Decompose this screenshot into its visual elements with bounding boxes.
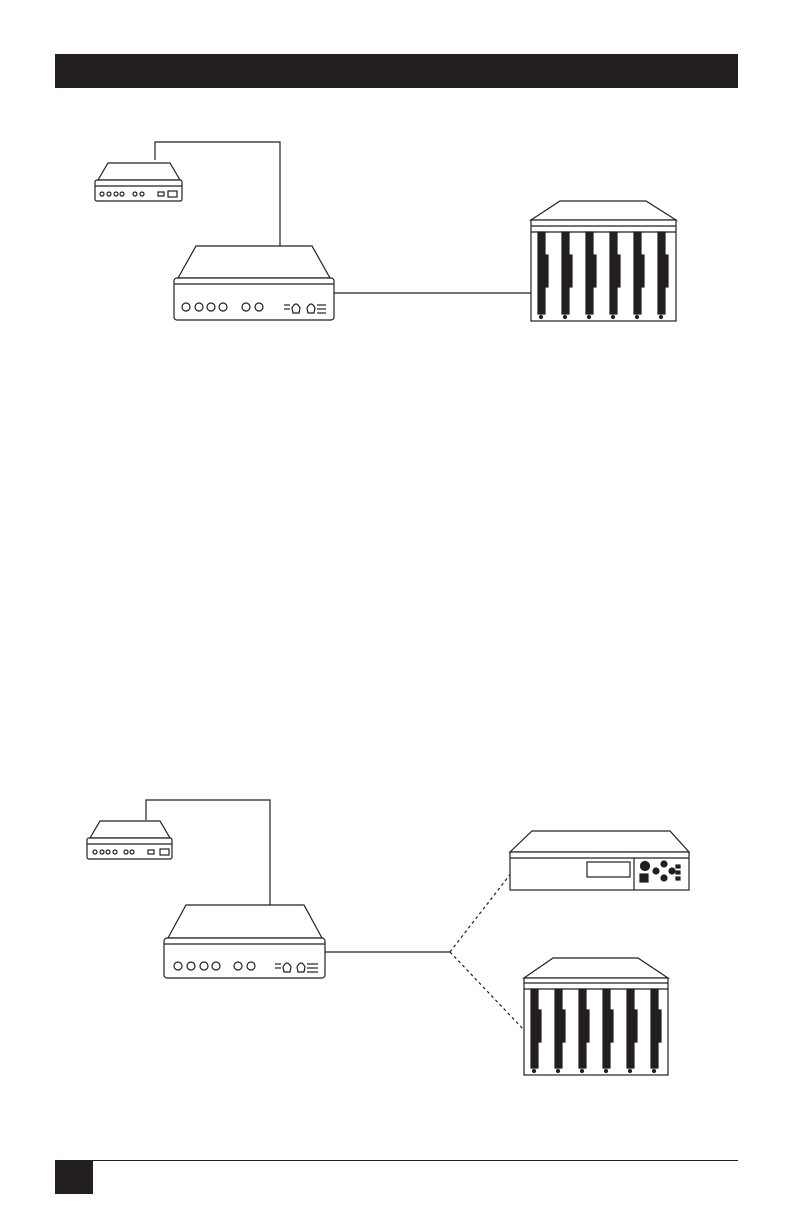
modem-icon bbox=[95, 163, 182, 201]
line-driver-icon bbox=[174, 246, 334, 320]
top-figure-diagram bbox=[0, 120, 793, 350]
rackmount-unit-icon bbox=[510, 831, 689, 890]
rack-chassis-icon bbox=[531, 201, 676, 321]
page-number-tab bbox=[55, 1160, 93, 1194]
bottom-figure-diagram bbox=[0, 790, 793, 1090]
footer-rule bbox=[55, 1160, 738, 1161]
line-driver-icon bbox=[164, 905, 325, 978]
dashed-link-upper bbox=[450, 872, 512, 952]
modem-icon bbox=[87, 821, 172, 859]
rack-chassis-icon bbox=[524, 958, 668, 1075]
dashed-link-lower bbox=[450, 952, 524, 1030]
header-bar bbox=[55, 54, 738, 88]
